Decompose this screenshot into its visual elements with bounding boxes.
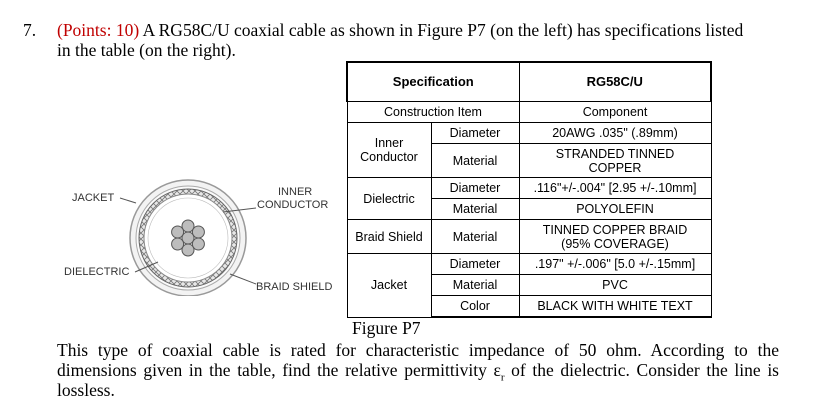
braid-material-value: TINNED COPPER BRAID (95% COVERAGE) [518, 219, 712, 254]
points-label: (Points: 10) [57, 20, 140, 40]
question-text-line-1: (Points: 10) A RG58C/U coaxial cable as … [57, 20, 743, 40]
inner-conductor-label-line-1: INNER [278, 186, 312, 198]
dielectric-material-value: POLYOLEFIN [518, 198, 712, 220]
question-text: A RG58C/U coaxial cable as shown in Figu… [139, 20, 744, 40]
paragraph-line-2-a: dimensions given in the table, find the … [57, 360, 494, 380]
inner-material-value: STRANDED TINNED COPPER [518, 143, 712, 178]
question-number: 7. [23, 20, 37, 40]
table-header-specification: Specification [345, 61, 520, 102]
epsilon-subscript: r [500, 371, 505, 384]
problem-paragraph: This type of coaxial cable is rated for … [57, 340, 779, 400]
inner-diameter-value: 20AWG .035" (.89mm) [518, 122, 712, 144]
braid-shield-cell: Braid Shield [346, 219, 432, 254]
inner-conductor-strands [171, 219, 205, 257]
jacket-material-label: Material [430, 274, 520, 296]
component-cell: Component [518, 101, 712, 123]
paragraph-line-2: dimensions given in the table, find the … [57, 360, 779, 384]
inner-material-label: Material [430, 143, 520, 178]
question-text-line-2: in the table (on the right). [57, 40, 236, 60]
inner-conductor-cell: Inner Conductor [346, 122, 432, 178]
dielectric-label: DIELECTRIC [64, 266, 129, 278]
construction-item-cell: Construction Item [346, 101, 520, 123]
dielectric-diameter-label: Diameter [430, 177, 520, 199]
paragraph-line-2-b: of the dielectric. Consider the line is [504, 360, 779, 380]
jacket-label: JACKET [72, 192, 114, 204]
epsilon-symbol: ε [493, 360, 501, 380]
braid-shield-label: BRAID SHIELD [256, 281, 332, 293]
jacket-cell: Jacket [346, 253, 432, 318]
specification-table: Specification RG58C/U Construction Item … [345, 61, 713, 318]
jacket-diameter-label: Diameter [430, 253, 520, 275]
jacket-material-value: PVC [518, 274, 712, 296]
dielectric-material-label: Material [430, 198, 520, 220]
table-header-rg58cu: RG58C/U [518, 61, 713, 102]
figure-caption: Figure P7 [352, 318, 421, 338]
dielectric-cell: Dielectric [346, 177, 432, 220]
inner-diameter-label: Diameter [430, 122, 520, 144]
dielectric-diameter-value: .116"+/-.004" [2.95 +/-.10mm] [518, 177, 712, 199]
paragraph-line-3: lossless. [57, 380, 115, 400]
jacket-color-value: BLACK WITH WHITE TEXT [518, 295, 712, 318]
jacket-diameter-value: .197" +/-.006" [5.0 +/-.15mm] [518, 253, 712, 275]
coax-cross-section-figure: JACKET INNER CONDUCTOR DIELECTRIC BRAID … [64, 179, 332, 296]
braid-material-label: Material [430, 219, 520, 254]
inner-conductor-label-line-2: CONDUCTOR [257, 199, 328, 211]
paragraph-line-1: This type of coaxial cable is rated for … [57, 340, 779, 360]
jacket-color-label: Color [430, 295, 520, 318]
